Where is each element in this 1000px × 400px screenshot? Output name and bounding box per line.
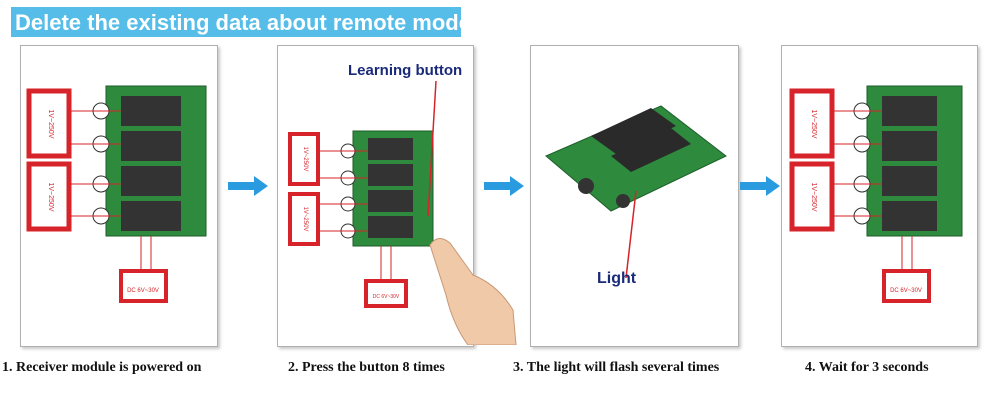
wiring-diagram-step-2: 1V~250V 1V~250V DC 6V~30V	[288, 80, 437, 308]
pointer-line	[427, 80, 437, 217]
relay	[368, 138, 413, 160]
relay	[611, 128, 691, 172]
ac-voltage-label: 1V~250V	[810, 183, 817, 212]
ac-supply-box	[26, 161, 72, 232]
dc-voltage-label: DC 6V~30V	[890, 288, 922, 294]
wiring-diagram-step-1: 1V~250V 1V~250V DC 6V~30V	[26, 85, 207, 303]
step-2-panel: 1V~250V 1V~250V DC 6V~30V	[277, 45, 474, 347]
step-2-caption: 2. Press the button 8 times	[288, 360, 445, 375]
step-4-caption: 4. Wait for 3 seconds	[805, 360, 929, 375]
relay	[882, 166, 937, 196]
light-label: Light	[597, 270, 637, 287]
relay	[121, 166, 181, 196]
relay	[121, 201, 181, 231]
capacitor	[578, 178, 594, 194]
ac-supply-box	[288, 132, 320, 186]
relay	[882, 201, 937, 231]
ac-voltage-label: 1V~250V	[302, 207, 308, 232]
pcb-photo-step-3	[545, 105, 727, 279]
learning-button-label: Learning button	[348, 62, 463, 79]
relay	[121, 131, 181, 161]
ac-voltage-label: 1V~250V	[47, 183, 54, 212]
ac-voltage-label: 1V~250V	[810, 110, 817, 139]
relay	[591, 108, 676, 154]
step-3-panel	[530, 45, 739, 347]
dc-supply-box	[119, 269, 168, 303]
relay	[882, 96, 937, 126]
arrow-right-icon	[228, 176, 268, 196]
relay	[368, 216, 413, 238]
dc-supply-box	[364, 279, 408, 308]
capacitor	[616, 194, 630, 208]
relay	[882, 131, 937, 161]
banner-title: Delete the existing data about remote mo…	[15, 10, 471, 35]
relay	[368, 190, 413, 212]
relay	[121, 96, 181, 126]
dc-supply-box	[882, 269, 931, 303]
step-1-caption: 1. Receiver module is powered on	[2, 360, 202, 375]
dc-voltage-label: DC 6V~30V	[373, 294, 400, 300]
relay	[368, 164, 413, 186]
pointer-line	[625, 190, 637, 279]
ac-supply-box	[789, 88, 835, 159]
ac-supply-box	[26, 88, 72, 159]
title-banner: Delete the existing data about remote mo…	[11, 7, 471, 37]
ac-supply-box	[789, 161, 835, 232]
arrow-right-icon	[484, 176, 524, 196]
ac-voltage-label: 1V~250V	[302, 147, 308, 172]
hand-pointer-icon	[429, 238, 517, 345]
ac-supply-box	[288, 192, 320, 246]
ac-voltage-label: 1V~250V	[47, 110, 54, 139]
dc-voltage-label: DC 6V~30V	[127, 288, 159, 294]
step-1-panel: 1V~250V 1V~250V DC 6V~30V	[20, 45, 218, 347]
arrow-right-icon	[740, 176, 780, 196]
step-3-caption: 3. The light will flash several times	[513, 360, 720, 375]
step-4-panel: 1V~250V 1V~250V DC 6V~30V	[781, 45, 978, 347]
wiring-diagram-step-4: 1V~250V 1V~250V DC 6V~30V	[789, 85, 963, 303]
